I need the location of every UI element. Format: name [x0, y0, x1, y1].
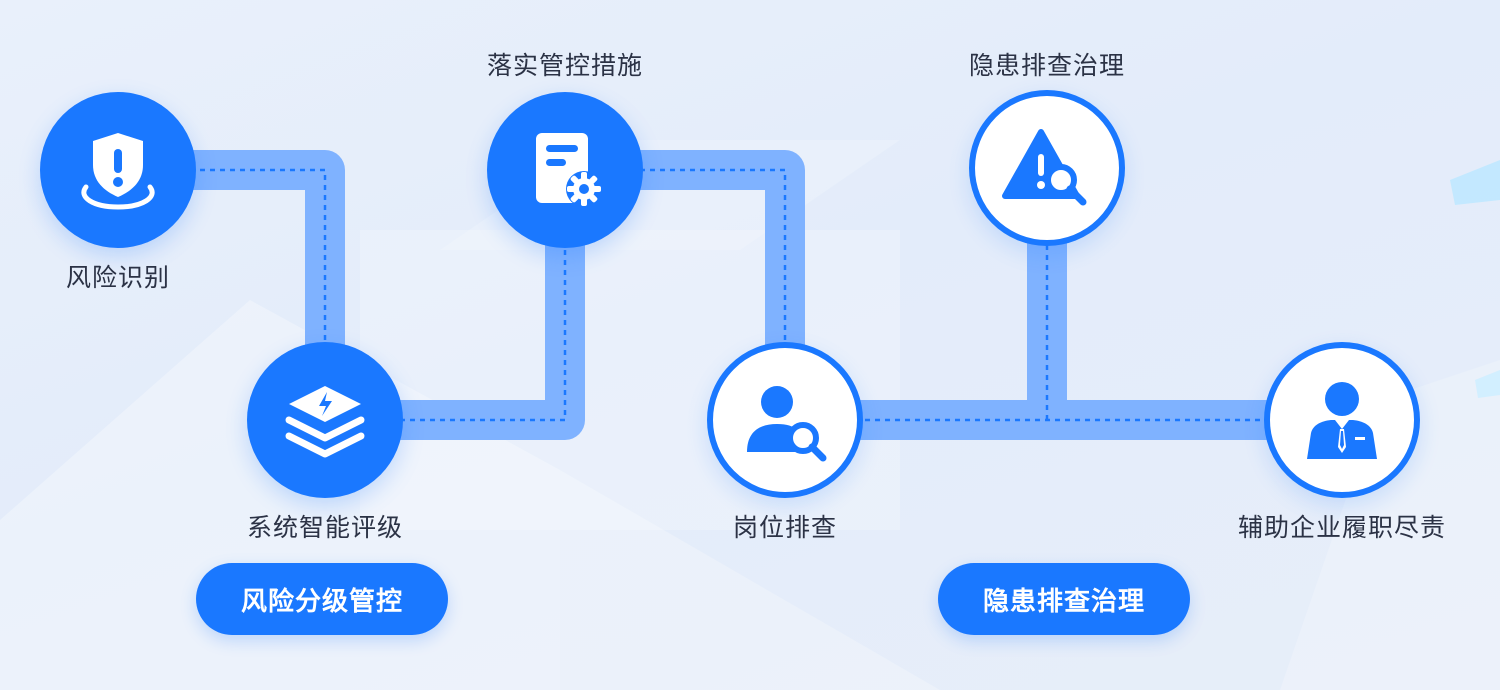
- shield-alert-icon: [81, 133, 155, 210]
- warning-search-icon: [1002, 129, 1087, 206]
- node-control-measures: [487, 92, 643, 248]
- node-label-assist-duty: 辅助企业履职尽责: [1237, 513, 1446, 542]
- node-label-system-grading: 系统智能评级: [246, 513, 403, 542]
- user-search-icon: [747, 386, 827, 462]
- node-label-control-measures: 落实管控措施: [486, 51, 643, 80]
- document-gear-icon: [536, 133, 602, 207]
- businessman-icon: [1307, 382, 1377, 459]
- node-label-hazard-governance: 隐患排查治理: [968, 51, 1125, 80]
- node-label-post-check: 岗位排查: [732, 513, 837, 542]
- node-risk-identify: [40, 92, 196, 248]
- node-label-risk-identify: 风险识别: [65, 263, 170, 292]
- category-pill-risk-control: 风险分级管控: [196, 563, 448, 635]
- category-pill-hazard-governance: 隐患排查治理: [938, 563, 1190, 635]
- node-assist-duty: [1264, 342, 1420, 498]
- node-hazard-governance: [969, 90, 1125, 246]
- node-post-check: [707, 342, 863, 498]
- connector-grading-to-control: [400, 230, 585, 440]
- connector-control-to-post: [630, 150, 805, 360]
- layers-bolt-icon: [285, 386, 365, 458]
- node-system-grading: [247, 342, 403, 498]
